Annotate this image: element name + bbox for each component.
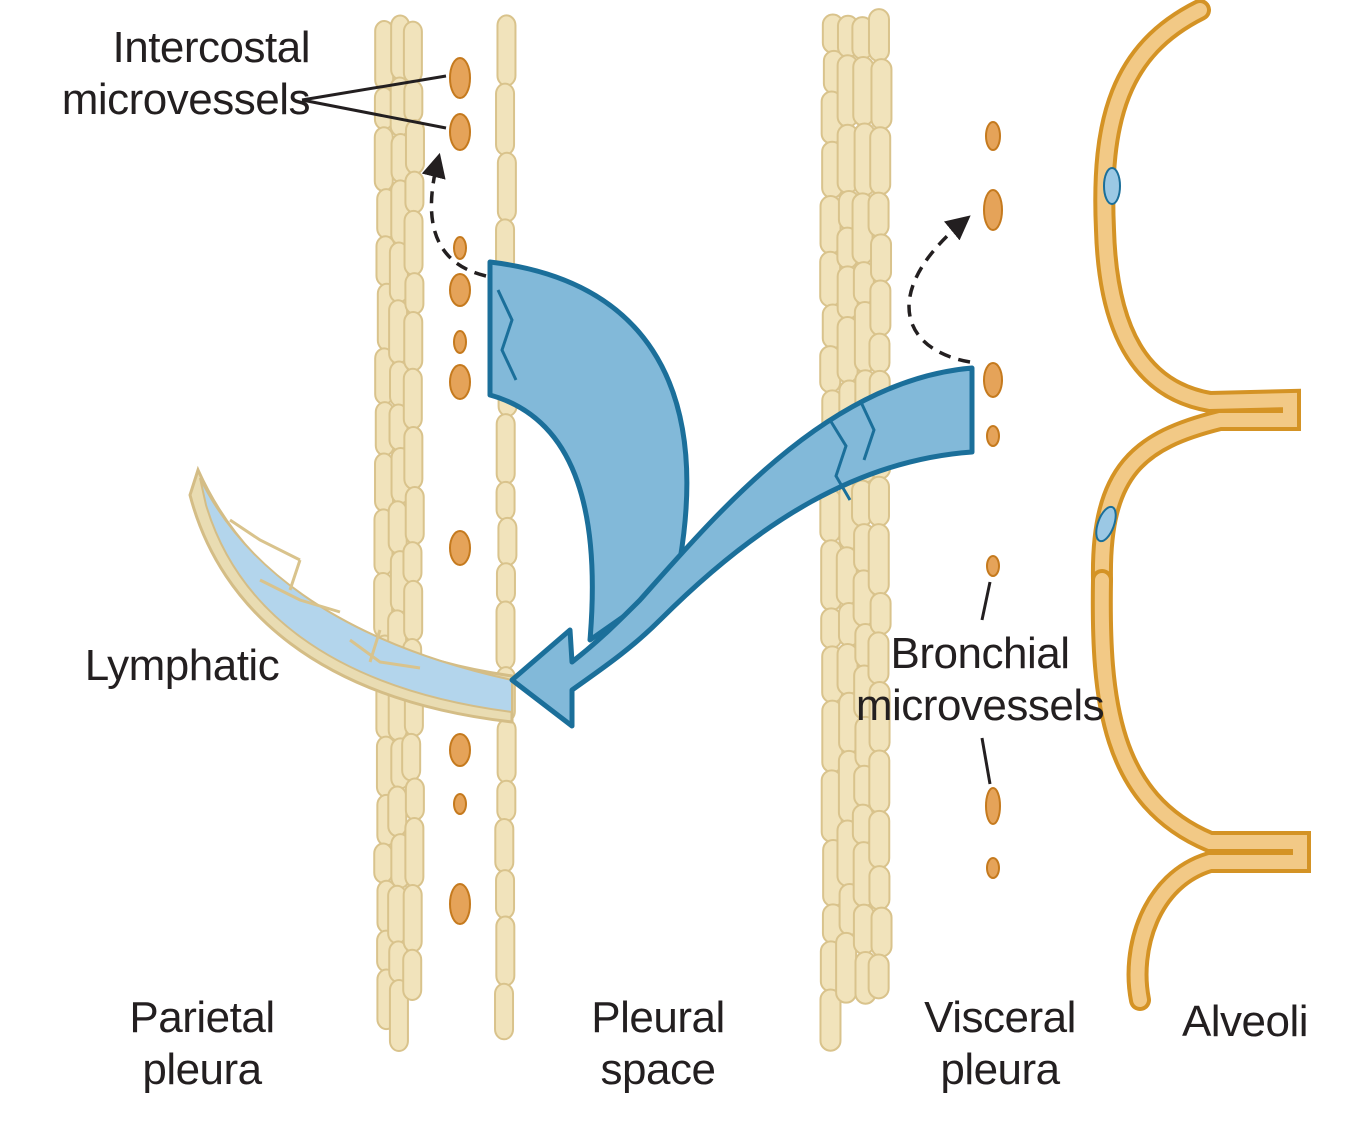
microvessel [986,788,1000,824]
tissue-cell [496,84,514,155]
lymphatic-label: Lymphatic [72,640,292,692]
microvessel [450,274,470,306]
tissue-cell [869,954,889,998]
microvessel [984,190,1002,230]
microvessel [450,884,470,924]
tissue-cell [496,870,514,918]
tissue-cell [375,453,393,511]
tissue-cell [871,234,891,282]
intercostal-microvessel-dots [450,58,470,924]
tissue-cell [872,908,892,957]
parietal-mesothelium [495,15,517,1039]
alveoli-label-text: Alveoli [1150,996,1340,1048]
parietal-label-line1: Parietal [92,992,312,1044]
tissue-cell [498,719,516,782]
tissue-cell [404,312,422,371]
visceral-pleura-label: Visceral pleura [890,992,1110,1096]
microvessel [987,858,999,878]
tissue-cell [404,885,422,952]
tissue-cell [498,518,516,565]
tissue-cell [869,751,889,813]
tissue-cell [869,811,889,868]
microvessel [987,556,999,576]
bronchial-uptake-arrow [909,220,970,362]
visceral-label-line1: Visceral [890,992,1110,1044]
tissue-cell [403,950,421,1000]
microvessel [450,365,470,399]
bronchial-label-line1: Bronchial [852,628,1108,680]
tissue-cell [403,542,421,583]
visceral-label-line2: pleura [890,1044,1110,1096]
tissue-cell [406,487,424,544]
tissue-cell [404,81,422,122]
pleural-space-label-line2: space [548,1044,768,1096]
tissue-cell [497,15,515,85]
microvessel [987,426,999,446]
tissue-cell [869,193,889,237]
tissue-cell [404,427,422,489]
tissue-cell [871,59,891,129]
tissue-cell [404,369,422,429]
tissue-cell [389,501,407,553]
tissue-cell [406,120,424,174]
tissue-cell [495,984,513,1040]
tissue-cell [405,273,423,314]
tissue-cell [870,280,890,335]
tissue-cell [497,414,515,484]
tissue-cell [405,818,423,887]
intercostal-microvessels-label: Intercostal microvessels [40,22,310,126]
alveolus-wall-lower [1102,580,1300,1000]
alveolus-wall-upper [1102,10,1290,580]
tissue-cell [388,787,406,837]
microvessel [454,331,466,353]
tissue-cell [497,602,515,670]
tissue-cell [404,22,422,83]
tissue-cell [498,153,516,222]
tissue-cell [853,57,873,126]
tissue-cell [497,482,515,520]
lymphatic-label-text: Lymphatic [72,640,292,692]
tissue-cell [497,563,515,603]
microvessel [450,734,470,766]
intercostal-label-line1: Intercostal [40,22,310,74]
tissue-cell [869,866,889,909]
bronchial-label-line2: microvessels [852,680,1108,732]
tissue-cell [869,524,889,595]
tissue-cell [405,172,423,213]
tissue-cell [404,581,422,641]
tissue-cell [869,334,889,373]
tissue-cell [495,819,513,872]
pleural-space-label: Pleural space [548,992,768,1096]
alveolar-capillary [1104,168,1120,204]
pleural-space-label-line1: Pleural [548,992,768,1044]
microvessel [450,531,470,565]
parietal-pleura-tissue [374,15,424,1051]
tissue-cell [496,917,514,986]
tissue-cell [869,477,889,526]
microvessel [450,58,470,98]
tissue-cell [497,781,515,821]
microvessel [454,237,466,259]
tissue-cell [869,9,889,61]
tissue-cell [405,211,423,275]
parietal-label-line2: pleura [92,1044,312,1096]
microvessel [454,794,466,814]
tissue-cell [870,127,890,194]
visceral-pleura-tissue [820,9,891,1051]
alveoli-label: Alveoli [1150,996,1340,1048]
tissue-cell [406,779,424,820]
intercostal-label-line2: microvessels [40,74,310,126]
microvessel [450,114,470,150]
microvessel [984,363,1002,397]
bronchial-microvessels-label: Bronchial microvessels [852,628,1108,732]
parietal-pleura-label: Parietal pleura [92,992,312,1096]
tissue-cell [374,843,392,882]
microvessel [986,122,1000,150]
alveoli-walls [1092,10,1300,1000]
tissue-cell [375,127,393,191]
tissue-cell [402,734,420,781]
